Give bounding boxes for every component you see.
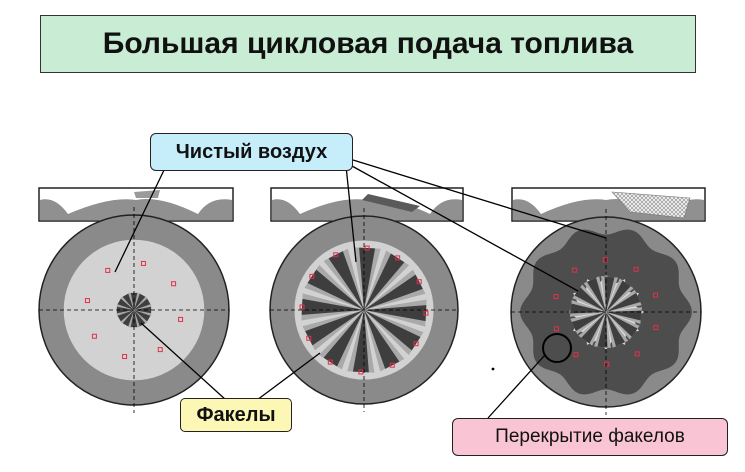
piston-section-3 [511, 187, 706, 222]
injection-point-0-2 [122, 354, 128, 360]
spray-torch-0-3 [130, 310, 138, 328]
injection-point-2-8 [633, 266, 639, 272]
injection-point-0-3 [91, 333, 97, 339]
spray-torch-1-7 [307, 269, 364, 310]
injection-point-2-5 [553, 294, 559, 300]
spray-torch-1-11 [364, 274, 423, 310]
spray-torch-2-7 [574, 287, 606, 312]
spray-torch-2-0 [606, 310, 642, 321]
leader-clean-air-2 [345, 165, 357, 263]
spray-torch-0-11 [134, 298, 151, 310]
injection-point-2-4 [554, 326, 560, 332]
spray-torch-0-10 [134, 293, 146, 310]
spray-torch-2-4 [581, 312, 606, 344]
injection-point-1-9 [364, 245, 370, 251]
spray-torch-0-0 [134, 306, 152, 314]
stray-dot [491, 367, 495, 371]
spray-torch-1-5 [305, 310, 364, 346]
spray-torch-2-3 [597, 312, 608, 348]
spray-torch-2-1 [606, 312, 638, 337]
injection-point-1-11 [416, 279, 422, 285]
spray-torch-0-5 [117, 310, 134, 322]
combustion-chamber-overlapping-torches [510, 209, 702, 415]
injection-point-0-0 [178, 316, 184, 322]
injection-point-1-1 [413, 341, 419, 347]
leader-torches-2 [256, 352, 321, 401]
injection-point-2-9 [652, 292, 658, 298]
injection-point-1-10 [395, 255, 401, 261]
leader-overlap [487, 354, 546, 419]
page-title: Большая цикловая подача топлива [40, 15, 696, 73]
spray-torch-1-2 [364, 310, 400, 369]
spray-torch-1-0 [364, 305, 427, 322]
spray-torch-2-5 [571, 312, 606, 332]
spray-torch-0-2 [134, 310, 146, 327]
spray-torch-1-1 [364, 310, 421, 351]
spray-torch-2-10 [606, 280, 631, 312]
combustion-chamber-long-torches [269, 208, 459, 412]
injection-point-0-6 [140, 260, 146, 266]
spray-torch-0-1 [134, 310, 151, 322]
clean-air-label: Чистый воздух [150, 133, 353, 171]
leader-clean-air-4 [352, 159, 607, 239]
injection-point-0-4 [84, 298, 90, 304]
spray-torch-2-6 [570, 303, 606, 314]
injection-point-1-7 [309, 273, 315, 279]
overlap-label: Перекрытие факелов [452, 418, 728, 456]
injection-point-1-4 [327, 359, 333, 365]
injection-point-2-2 [604, 361, 610, 367]
spray-torch-2-2 [606, 312, 626, 347]
overlap-marker-circle [542, 333, 572, 363]
injection-point-2-6 [572, 267, 578, 273]
spray-torch-1-10 [364, 253, 405, 310]
spray-torch-0-7 [117, 298, 134, 310]
spray-torch-0-4 [122, 310, 134, 327]
spray-torch-1-3 [352, 310, 369, 373]
injection-point-2-3 [573, 352, 579, 358]
injection-point-0-1 [157, 347, 163, 353]
spray-torch-1-4 [323, 310, 364, 367]
leader-clean-air-1 [114, 165, 167, 273]
injection-point-1-0 [423, 310, 429, 316]
leader-torches-1 [140, 322, 227, 401]
injection-point-0-7 [171, 281, 177, 287]
combustion-chamber-small-torches [38, 207, 230, 413]
injection-point-0-5 [105, 267, 111, 273]
injection-point-2-0 [653, 324, 659, 330]
injection-point-1-8 [333, 252, 339, 258]
spray-torch-2-8 [586, 277, 606, 312]
injection-point-1-2 [389, 362, 395, 368]
injection-point-2-1 [634, 351, 640, 357]
spray-torch-1-8 [328, 251, 364, 310]
spray-torch-0-8 [122, 293, 134, 310]
injection-point-1-5 [306, 335, 312, 341]
spray-torch-1-6 [301, 298, 364, 315]
injection-point-1-3 [358, 369, 364, 375]
injection-point-1-6 [299, 304, 305, 310]
spray-torch-1-9 [359, 247, 376, 310]
spray-torch-2-11 [606, 292, 641, 312]
leader-clean-air-3 [351, 165, 579, 292]
torches-label: Факелы [180, 398, 292, 432]
spray-torch-2-9 [604, 276, 615, 312]
leader-lines [114, 159, 607, 419]
injection-point-2-7 [602, 257, 608, 263]
